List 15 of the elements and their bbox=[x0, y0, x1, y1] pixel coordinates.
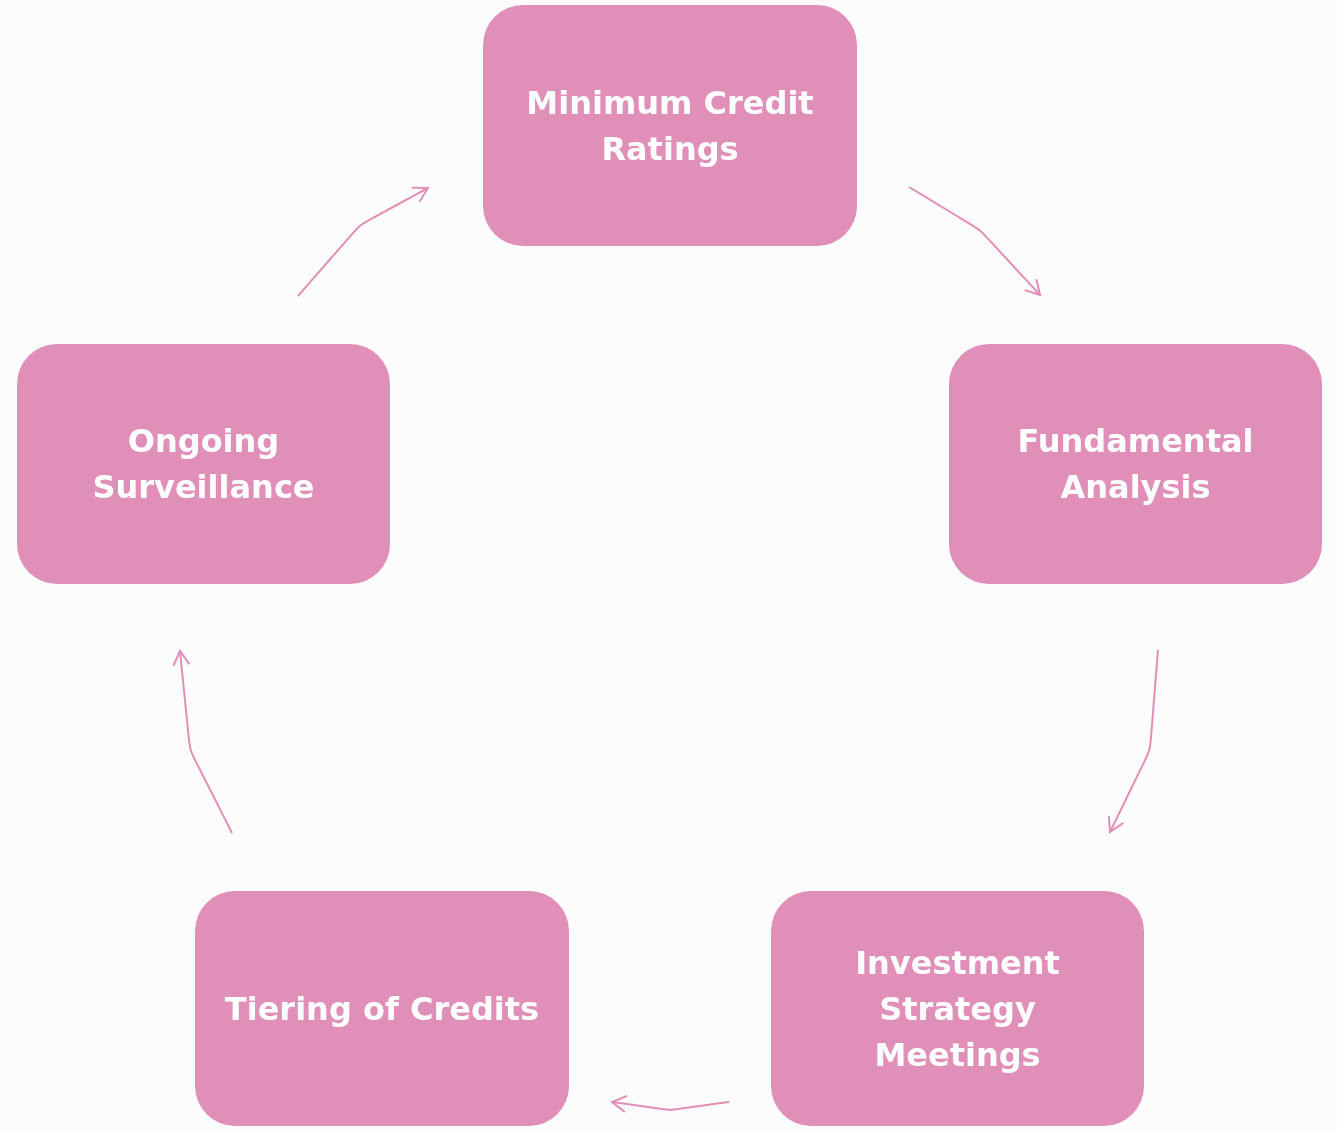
arrow bbox=[611, 1095, 730, 1113]
arrow bbox=[297, 186, 429, 297]
arrow bbox=[172, 650, 233, 834]
process-box bbox=[771, 891, 1144, 1126]
step-label: Investment Strategy Meetings bbox=[854, 942, 1061, 1076]
process-box bbox=[949, 344, 1322, 584]
arrow bbox=[908, 186, 1041, 296]
step-label: Minimum Credit Ratings bbox=[525, 82, 815, 170]
step-label: Ongoing Surveillance bbox=[91, 421, 316, 508]
process-box bbox=[17, 344, 390, 584]
step-label: Fundamental Analysis bbox=[1016, 421, 1255, 508]
process-box bbox=[195, 891, 569, 1126]
process-box bbox=[483, 5, 857, 246]
arrow bbox=[1107, 649, 1159, 833]
step-label: Tiering of Credits bbox=[224, 988, 540, 1030]
